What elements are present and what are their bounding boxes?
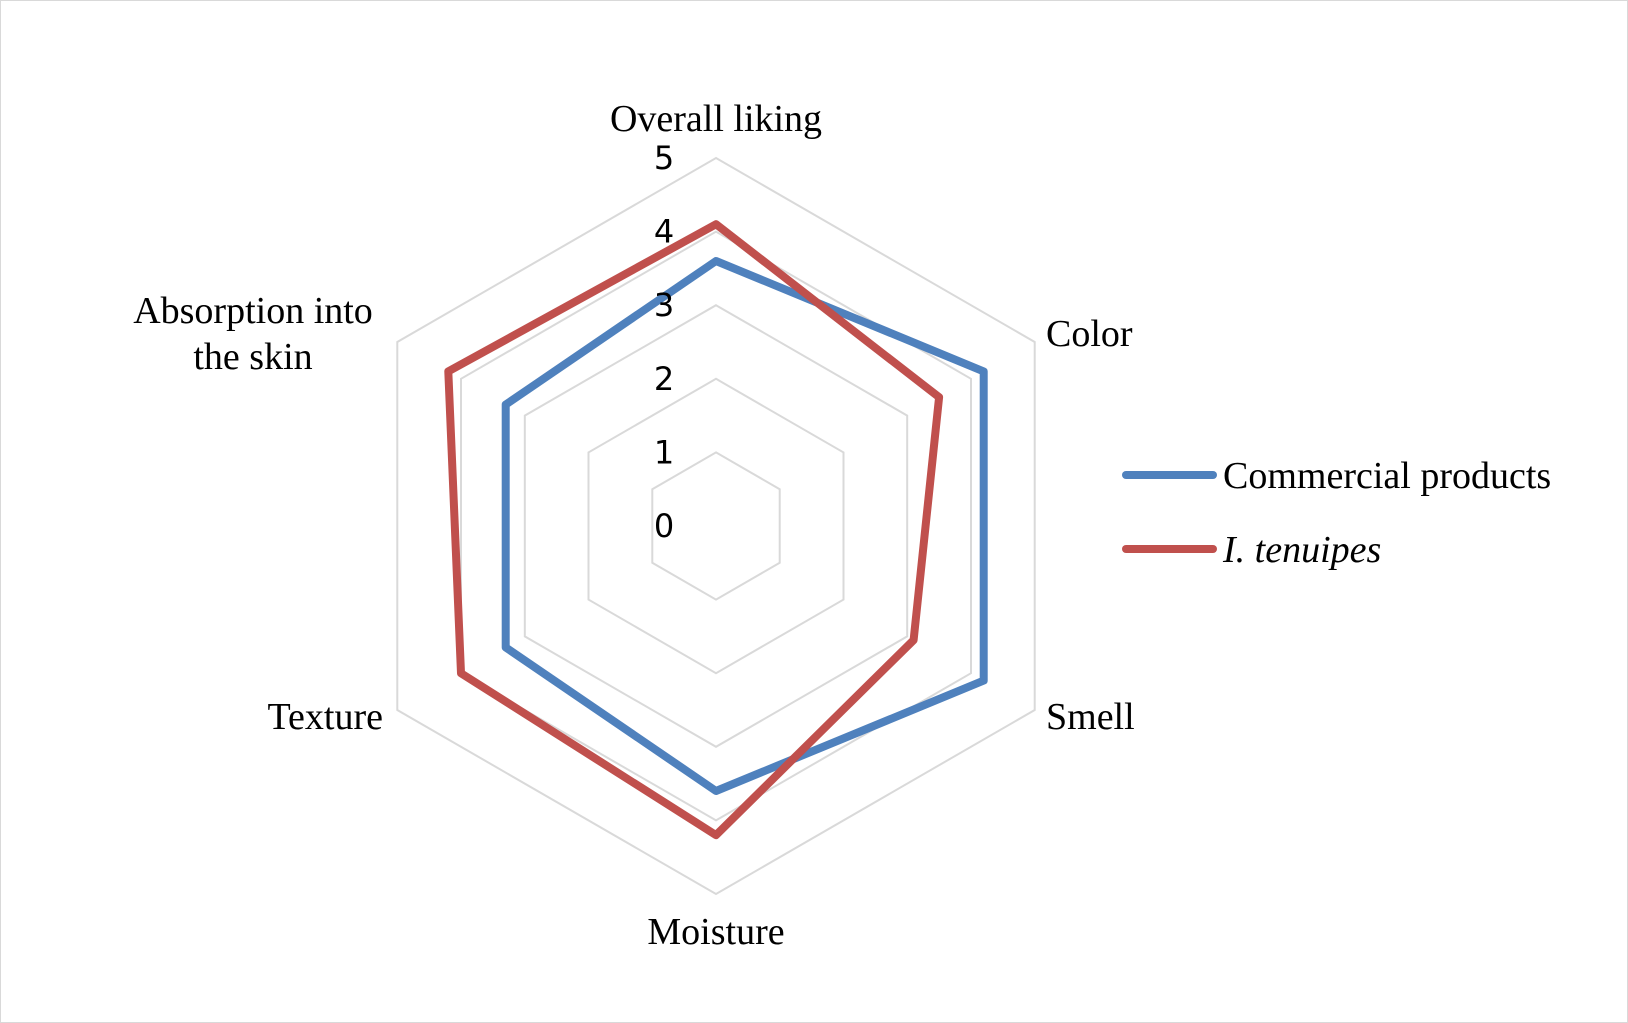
tick-label: 3	[654, 286, 674, 324]
grid-ring	[523, 304, 909, 748]
tick-label: 2	[654, 360, 674, 398]
legend-label: I. tenuipes	[1222, 529, 1381, 571]
tick-label: 1	[654, 433, 674, 471]
legend-label: Commercial products	[1223, 455, 1551, 497]
legend: Commercial products I. tenuipes	[1122, 455, 1551, 571]
series-layer	[444, 220, 988, 840]
grid-ring	[651, 451, 781, 601]
tick-label: 4	[654, 213, 674, 251]
category-label: Color	[1046, 313, 1133, 355]
category-label: Overall liking	[610, 98, 822, 140]
category-label: Moisture	[647, 911, 784, 953]
series-line-1	[444, 220, 944, 840]
category-label: Smell	[1046, 696, 1135, 738]
grid-ring	[460, 230, 972, 822]
series-line-0	[501, 257, 988, 795]
category-label: Texture	[267, 696, 383, 738]
grid-ring	[587, 377, 845, 675]
tick-layer: 0 1 2 3 4 5	[654, 139, 674, 545]
grid-ring	[396, 156, 1036, 896]
grid-layer	[396, 156, 1036, 896]
tick-label: 0	[654, 507, 674, 545]
tick-label: 5	[654, 139, 674, 177]
